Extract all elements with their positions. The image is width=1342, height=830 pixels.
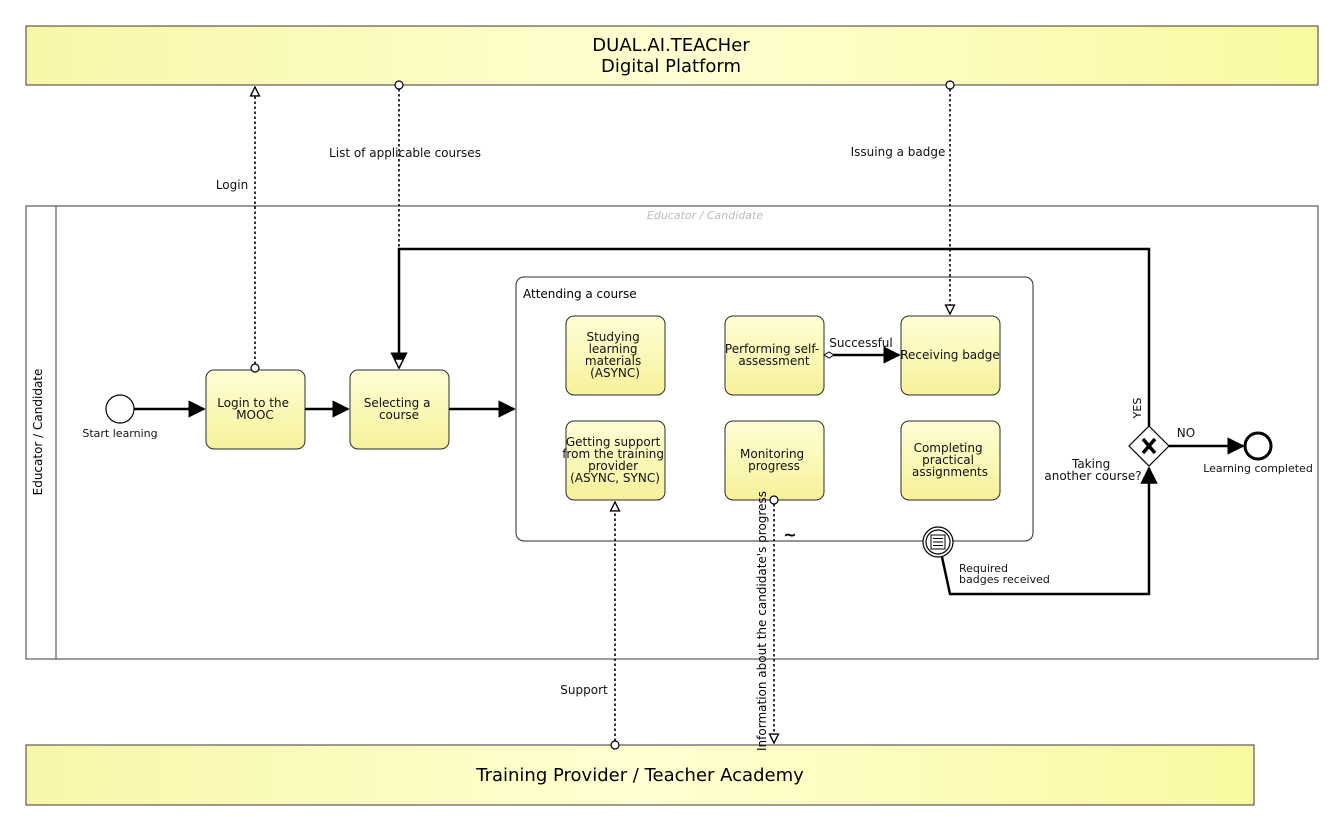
task-receive-badge[interactable]: Receiving badge bbox=[900, 315, 1001, 396]
svg-text:Required badges received: Required badges received bbox=[959, 562, 1050, 586]
task-support-label: Getting support bbox=[566, 435, 661, 449]
task-assign-label: practical bbox=[922, 453, 974, 467]
msg-login-label: Login bbox=[216, 178, 248, 192]
task-support-label: from the training bbox=[562, 447, 664, 461]
svg-text:Selecting a course: Selecting a course bbox=[364, 396, 435, 422]
task-study-materials[interactable]: Studying learning materials (ASYNC) bbox=[565, 315, 666, 396]
gateway-yes-label: YES bbox=[1131, 398, 1144, 420]
platform-pool: DUAL.AI.TEACHer Digital Platform bbox=[25, 25, 1319, 86]
exclusive-gateway[interactable] bbox=[1128, 425, 1170, 467]
task-study-label: (ASYNC) bbox=[590, 366, 640, 380]
lane-watermark: Educator / Candidate bbox=[647, 209, 763, 222]
lane-title: Educator / Candidate bbox=[31, 369, 45, 496]
msg-badge-label: Issuing a badge bbox=[851, 145, 946, 159]
task-receive-label: Receiving badge bbox=[900, 348, 1000, 362]
sequence-flows bbox=[134, 247, 1245, 596]
msg-progress-label: Information about the candidate's progre… bbox=[755, 491, 769, 751]
gateway-question: another course? bbox=[1044, 469, 1141, 483]
task-select-course[interactable]: Selecting a course bbox=[349, 369, 450, 450]
start-event[interactable] bbox=[105, 394, 135, 424]
task-support-label: provider bbox=[588, 459, 638, 473]
start-event-label: Start learning bbox=[82, 427, 157, 440]
svg-text:Monitoring progress: Monitoring progress bbox=[740, 447, 808, 473]
boundary-event-label: badges received bbox=[959, 573, 1050, 586]
task-practical-assignments[interactable]: Completing practical assignments bbox=[900, 420, 1001, 501]
platform-pool-title-line2: Digital Platform bbox=[601, 56, 741, 77]
task-monitoring-progress[interactable]: Monitoring progress bbox=[724, 420, 825, 501]
task-monitor-label: progress bbox=[748, 459, 800, 473]
task-getting-support[interactable]: Getting support from the training provid… bbox=[562, 420, 668, 501]
svg-text:Login to the MOOC: Login to the MOOC bbox=[217, 396, 293, 422]
task-login-label: Login to the bbox=[217, 396, 289, 410]
svg-text:Completing practical: Completing practical assignments bbox=[912, 441, 988, 479]
task-self-assessment[interactable]: Performing self- assessment bbox=[724, 315, 825, 396]
provider-pool: Training Provider / Teacher Academy bbox=[25, 744, 1255, 806]
msg-courses-label: List of applicable courses bbox=[329, 146, 481, 160]
flow-boundary-gateway bbox=[940, 466, 1158, 596]
adhoc-marker: ~ bbox=[783, 525, 796, 544]
task-select-label: Selecting a bbox=[364, 396, 431, 410]
svg-text:Performing self- assessm: Performing self- assessment bbox=[725, 342, 823, 368]
task-self-label: assessment bbox=[738, 354, 809, 368]
svg-text:Studying learning: Studying learning materials (ASYNC) bbox=[585, 330, 645, 380]
task-select-label: course bbox=[379, 408, 419, 422]
boundary-event-label: Required bbox=[959, 562, 1008, 575]
task-assign-label: Completing bbox=[914, 441, 983, 455]
gateway-question: Taking bbox=[1071, 457, 1110, 471]
flow-yes-loop bbox=[390, 247, 1151, 426]
task-self-label: Performing self- bbox=[725, 342, 819, 356]
x-icon bbox=[1141, 437, 1157, 455]
task-study-label: materials bbox=[585, 354, 641, 368]
task-login[interactable]: Login to the MOOC bbox=[205, 369, 306, 450]
flow-successful-label: Successful bbox=[829, 336, 892, 350]
message-flows bbox=[251, 80, 954, 750]
msg-support-label: Support bbox=[560, 683, 608, 697]
boundary-conditional-icon[interactable] bbox=[922, 526, 954, 558]
task-support-label: (ASYNC, SYNC) bbox=[570, 471, 660, 485]
task-assign-label: assignments bbox=[912, 465, 988, 479]
gateway-no-label: NO bbox=[1177, 426, 1195, 440]
svg-text:Taking another course?: Taking another course? bbox=[1044, 457, 1141, 483]
svg-text:Receiving badge: Receiving badge bbox=[900, 348, 1000, 362]
task-study-label: learning bbox=[589, 342, 638, 356]
conditional-diamond-icon bbox=[823, 351, 835, 359]
provider-pool-title: Training Provider / Teacher Academy bbox=[475, 765, 804, 786]
task-monitor-label: Monitoring bbox=[740, 447, 804, 461]
end-event[interactable] bbox=[1243, 431, 1273, 461]
svg-text:Getting support from the: Getting support from the training provid… bbox=[562, 435, 668, 485]
platform-pool-title-line1: DUAL.AI.TEACHer bbox=[592, 35, 750, 56]
task-study-label: Studying bbox=[586, 330, 639, 344]
task-login-label: MOOC bbox=[236, 408, 274, 422]
subprocess-title: Attending a course bbox=[523, 287, 637, 301]
end-event-label: Learning completed bbox=[1203, 462, 1313, 475]
